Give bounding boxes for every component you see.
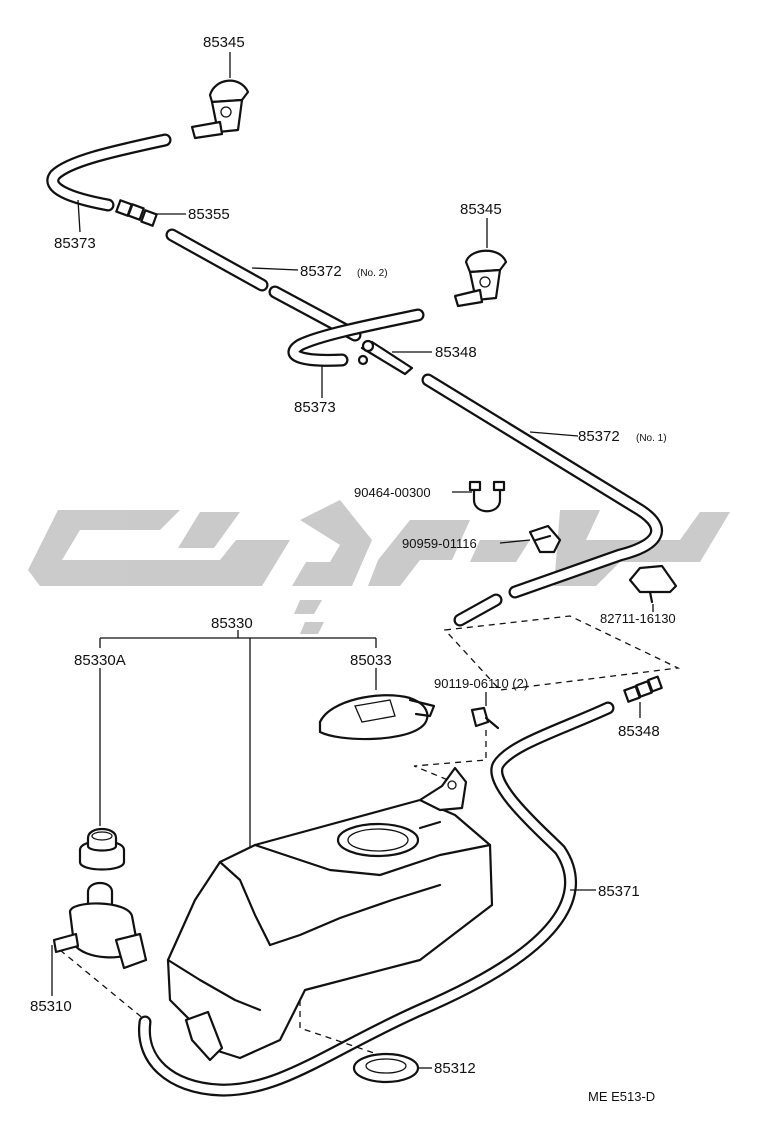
label-grommet-b: 85312 xyxy=(434,1060,476,1077)
connector-85348-low xyxy=(623,675,663,703)
washer-nozzle-top xyxy=(190,79,250,140)
connector-85355 xyxy=(115,199,158,227)
label-hose-main: 85371 xyxy=(598,883,640,900)
label-hose-left-top: 85373 xyxy=(54,235,96,252)
washer-nozzle-right xyxy=(453,249,508,308)
label-hose-no2: 85372 xyxy=(300,263,342,280)
label-tank-assy: 85330 xyxy=(211,615,253,632)
label-hose-no1-suffix: (No. 1) xyxy=(636,433,667,444)
hose-85373-mid xyxy=(287,308,425,367)
cap-85033 xyxy=(318,694,436,741)
label-clip: 90959-01116 xyxy=(402,536,477,551)
label-bracket: 82711-16130 xyxy=(600,611,676,626)
hose-85372-no1 xyxy=(421,373,663,627)
label-connector-mid: 85348 xyxy=(435,344,477,361)
label-diagram-code: ME E513-D xyxy=(588,1089,655,1104)
label-hose-no1: 85372 xyxy=(578,428,620,445)
hose-85371 xyxy=(137,701,615,1097)
label-cap: 85033 xyxy=(350,652,392,669)
guide-dashed-upper xyxy=(443,615,681,691)
label-bolt: 90119-06110 (2) xyxy=(434,676,528,691)
reservoir-tank-85330 xyxy=(166,766,494,1062)
label-nozzle-right: 85345 xyxy=(460,201,502,218)
bracket-82711 xyxy=(628,564,678,604)
label-connector-low: 85348 xyxy=(618,723,660,740)
guide-dashed-motor xyxy=(59,949,146,1021)
grommet-85312 xyxy=(352,1052,420,1084)
label-grommet-a: 85330A xyxy=(74,652,126,669)
leader-lines xyxy=(51,52,654,1069)
clip-90959 xyxy=(528,524,562,554)
label-nozzle-top: 85345 xyxy=(203,34,245,51)
label-motor: 85310 xyxy=(30,998,72,1015)
connector-85348-mid xyxy=(357,339,414,376)
clamp-90464 xyxy=(468,480,506,513)
hose-85372-no2 xyxy=(165,228,362,342)
washer-motor-85310 xyxy=(52,881,148,970)
guide-dashed-grommet xyxy=(299,1000,381,1056)
bolt-90119 xyxy=(470,706,500,730)
guide-dashed-bolt xyxy=(413,730,487,781)
label-hose-mid: 85373 xyxy=(294,399,336,416)
label-hose-no2-suffix: (No. 2) xyxy=(357,268,388,279)
label-clamp: 90464-00300 xyxy=(354,485,431,500)
label-connector-top: 85355 xyxy=(188,206,230,223)
hose-85373-top xyxy=(46,133,172,212)
grommet-85330a xyxy=(78,827,126,871)
